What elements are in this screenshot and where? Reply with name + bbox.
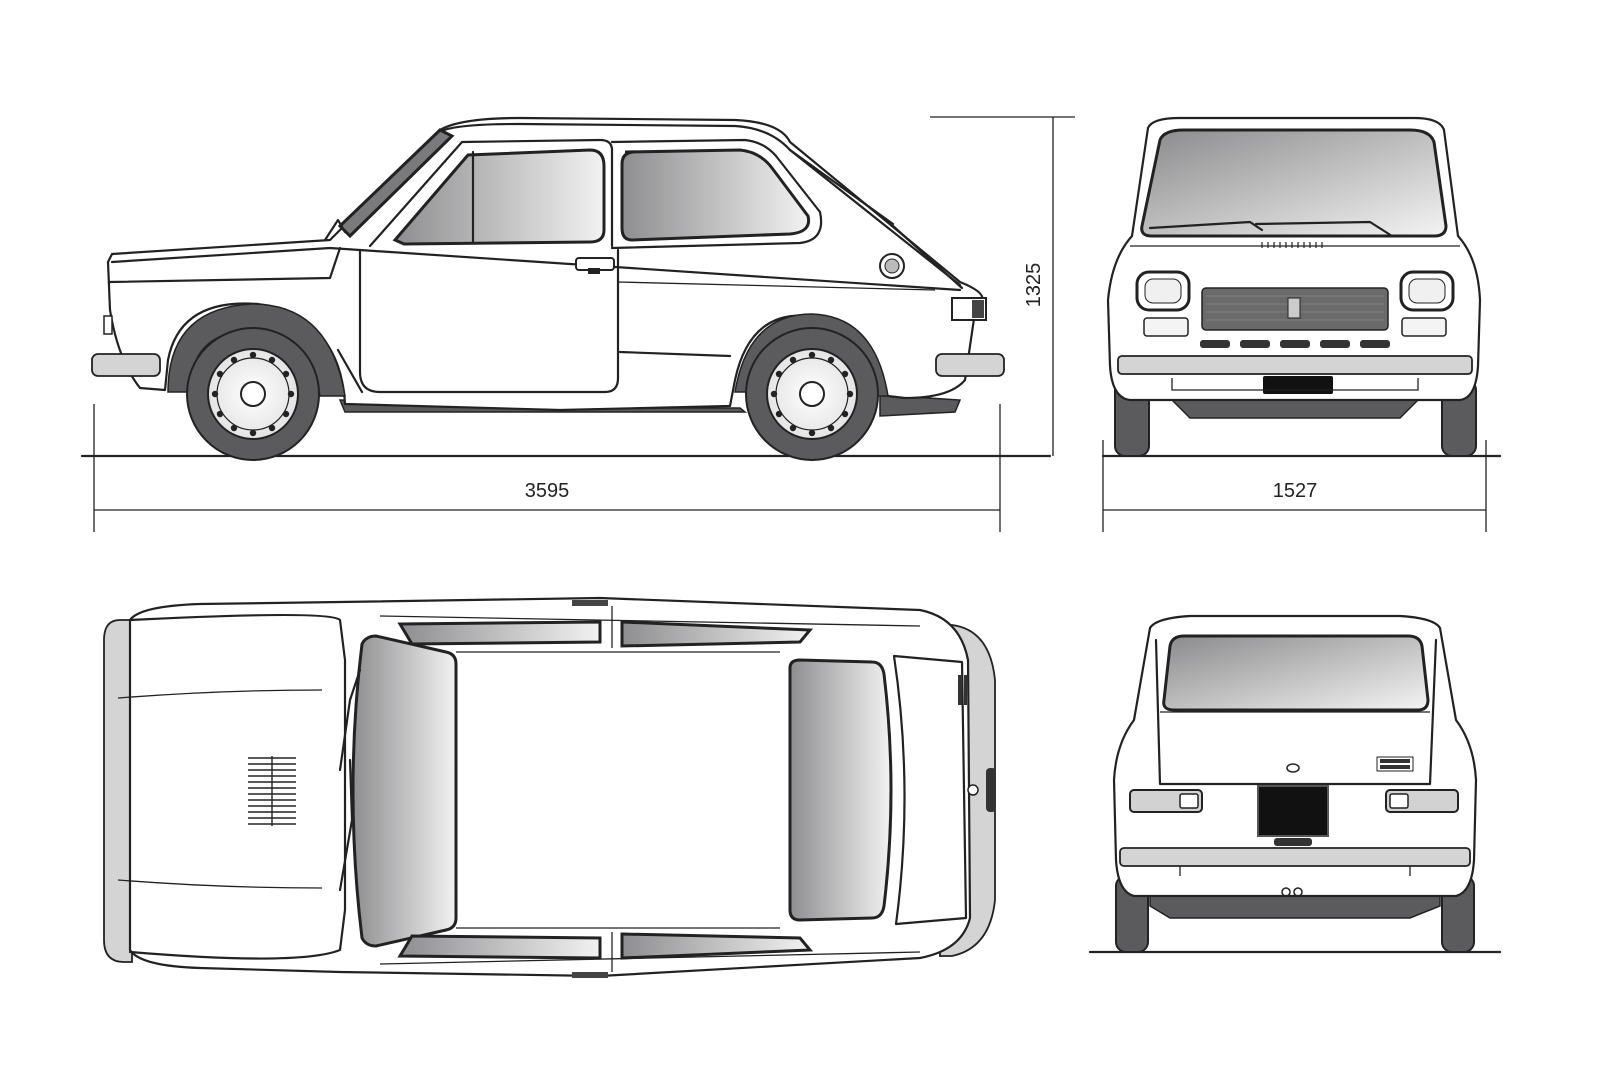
top-view	[103, 596, 996, 978]
rear-hatch-outline	[1154, 638, 1438, 786]
front-windshield[interactable]	[1140, 128, 1448, 238]
side-rear-underbody	[879, 394, 962, 417]
side-front-marker	[103, 315, 113, 335]
side-front-window[interactable]	[392, 148, 606, 246]
top-side-window-right-front	[397, 934, 602, 960]
side-window-frame	[368, 138, 823, 250]
height-dimension: 1325	[930, 116, 1075, 456]
front-lower-vents	[1200, 340, 1390, 348]
front-bumper	[1117, 355, 1473, 375]
top-hood	[128, 613, 347, 960]
side-body-crease	[617, 281, 936, 291]
front-right-indicator	[1401, 317, 1447, 337]
side-hood-line	[108, 246, 342, 284]
front-wiper-left	[1148, 220, 1264, 232]
side-beltline	[110, 246, 962, 292]
top-rear-badge	[958, 675, 967, 705]
top-hood-vents	[248, 756, 296, 826]
side-rear-hatch-line	[891, 224, 964, 290]
side-wiper	[323, 218, 347, 242]
width-dimension: 1527	[1102, 440, 1487, 532]
top-hatch-panel	[892, 654, 968, 926]
rear-license-plate	[1257, 785, 1329, 837]
rear-window[interactable]	[1162, 634, 1430, 712]
top-side-window-left-rear	[620, 620, 814, 648]
top-rear-window[interactable]	[788, 658, 893, 922]
top-wiper-lower	[338, 758, 354, 892]
side-rear-window[interactable]	[620, 148, 811, 242]
side-front-wheel	[186, 327, 320, 461]
side-windshield	[337, 128, 455, 239]
front-badge	[1287, 297, 1301, 319]
side-rear-wheel	[745, 327, 879, 461]
rear-exhaust	[1281, 887, 1303, 897]
height-label: 1325	[1023, 263, 1045, 308]
front-wiper-right	[1254, 220, 1394, 238]
top-front-bumper	[103, 619, 133, 963]
length-dimension: 3595	[93, 404, 1001, 532]
rear-hatch-lock[interactable]	[1286, 763, 1300, 773]
side-view: 3595 1325	[80, 116, 1075, 532]
front-cowl-vent	[1261, 242, 1323, 248]
front-license-plate	[1263, 376, 1333, 394]
rear-bumper	[1119, 847, 1471, 867]
side-roof-line	[343, 122, 962, 287]
rear-view	[1088, 614, 1502, 954]
side-c-pillar	[788, 148, 895, 226]
side-front-bumper	[91, 353, 161, 377]
top-body-shell	[128, 596, 972, 978]
front-left-indicator	[1143, 317, 1189, 337]
length-label: 3595	[525, 480, 570, 502]
top-wiper-upper	[338, 668, 362, 772]
side-sill-line-rear	[618, 350, 732, 358]
side-rear-bumper	[935, 353, 1005, 377]
top-hatch-lock[interactable]	[967, 784, 979, 796]
top-side-window-right-rear	[620, 932, 814, 960]
width-label: 1527	[1273, 480, 1318, 502]
side-sill-line	[336, 348, 364, 394]
top-windshield[interactable]	[351, 634, 458, 948]
top-side-window-left-front	[397, 620, 602, 646]
front-view: 1527	[1101, 116, 1502, 532]
side-door[interactable]	[358, 248, 620, 394]
